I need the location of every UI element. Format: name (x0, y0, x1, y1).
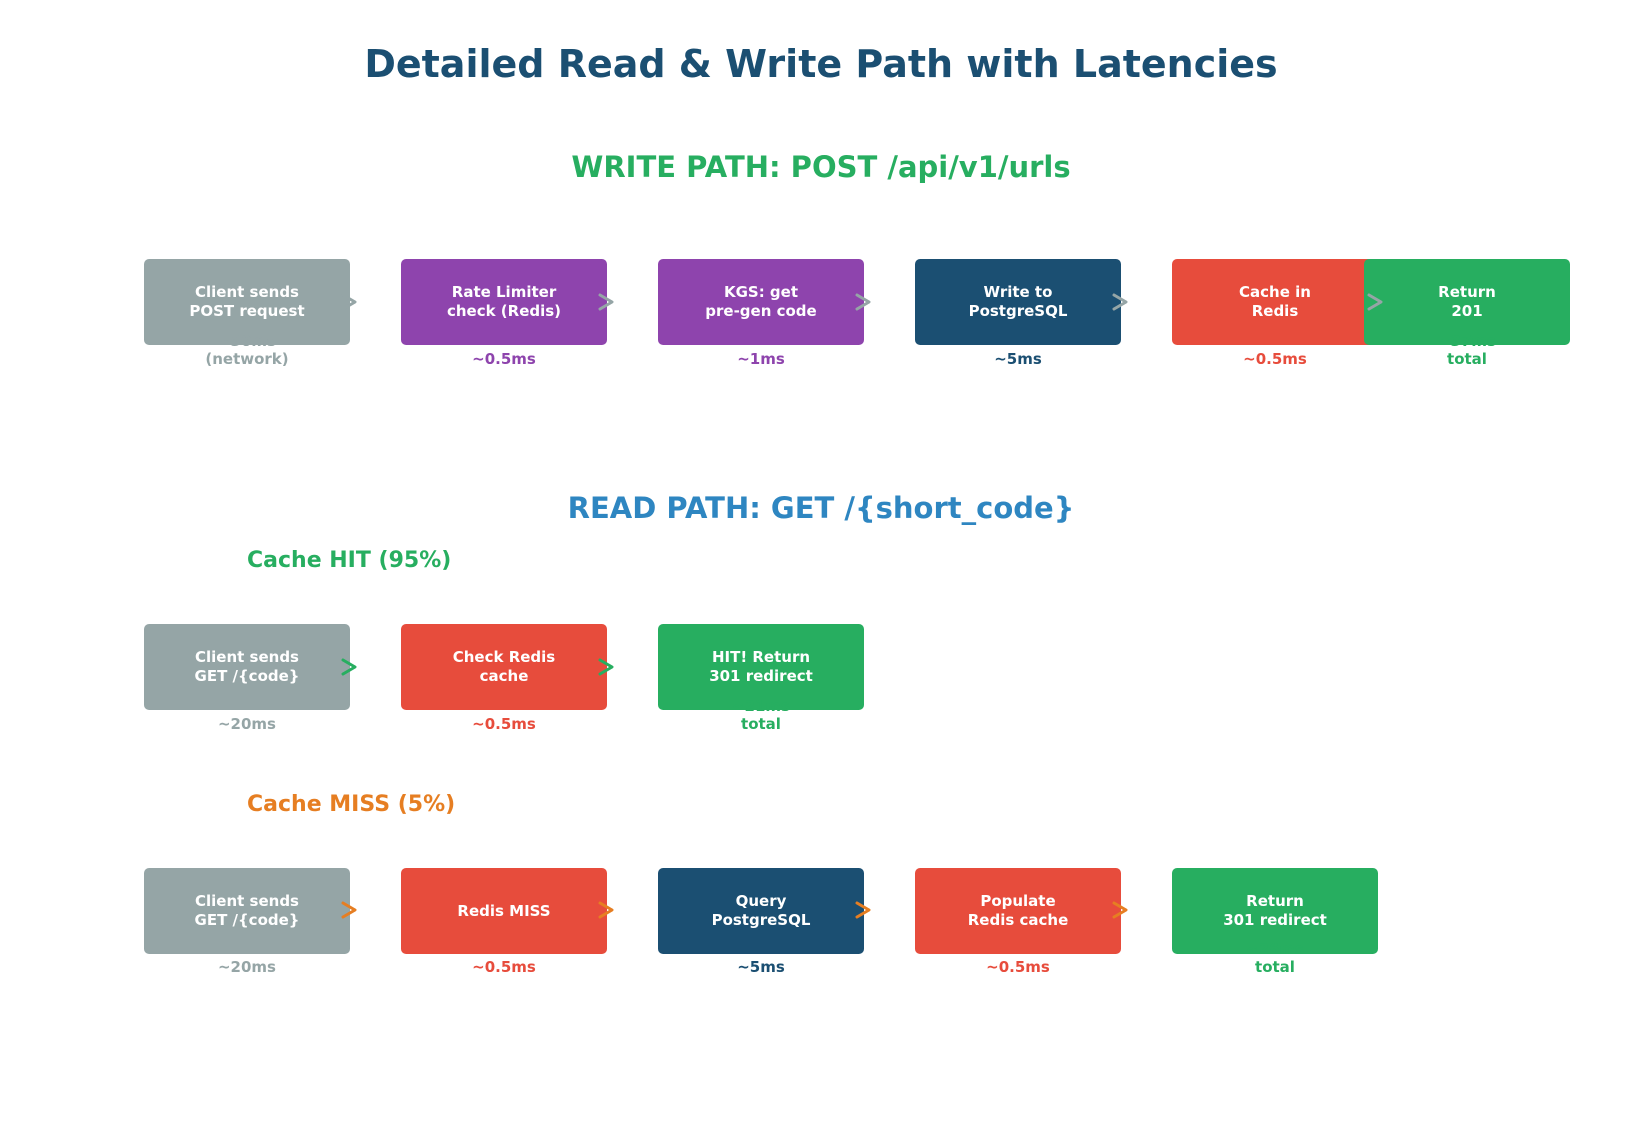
hit-step-client-get: Client sends GET /{code} (144, 624, 350, 710)
hit-arrow-2 (597, 657, 617, 677)
write-step-client-request: Client sends POST request (144, 259, 350, 345)
write-step-return-latency: ~37ms total (1437, 332, 1496, 368)
miss-step-return: Return 301 redirect (1172, 868, 1378, 954)
write-step-postgres: Write to PostgreSQL (915, 259, 1121, 345)
hit-step-return-latency: ~21ms total (731, 697, 790, 733)
miss-step-query-postgres: Query PostgreSQL (658, 868, 864, 954)
write-arrow-2 (597, 292, 617, 312)
write-step-rate-limiter-latency: ~0.5ms (472, 350, 536, 368)
write-step-kgs: KGS: get pre-gen code (658, 259, 864, 345)
write-step-kgs-latency: ~1ms (737, 350, 785, 368)
hit-arrow-1 (340, 657, 360, 677)
write-path-title: WRITE PATH: POST /api/v1/urls (571, 150, 1071, 184)
read-path-title: READ PATH: GET /{short_code} (567, 491, 1075, 525)
miss-arrow-2 (597, 900, 617, 920)
miss-step-query-postgres-latency: ~5ms (737, 958, 785, 976)
hit-step-client-get-latency: ~20ms (217, 715, 276, 733)
hit-step-check-redis: Check Redis cache (401, 624, 607, 710)
miss-step-redis-miss-latency: ~0.5ms (472, 958, 536, 976)
miss-step-return-latency: ~26ms total (1245, 940, 1304, 976)
cache-hit-title: Cache HIT (95%) (247, 548, 452, 573)
miss-step-redis-miss: Redis MISS (401, 868, 607, 954)
write-step-cache-redis-latency: ~0.5ms (1243, 350, 1307, 368)
miss-step-populate-redis: Populate Redis cache (915, 868, 1121, 954)
write-step-client-request-latency: ~30ms (network) (205, 332, 289, 368)
page-title: Detailed Read & Write Path with Latencie… (364, 42, 1278, 86)
miss-arrow-4 (1111, 900, 1131, 920)
write-arrow-1 (340, 292, 360, 312)
write-arrow-5 (1366, 292, 1386, 312)
write-arrow-3 (854, 292, 874, 312)
miss-arrow-1 (340, 900, 360, 920)
write-step-cache-redis: Cache in Redis (1172, 259, 1378, 345)
miss-step-client-get-latency: ~20ms (217, 958, 276, 976)
write-step-postgres-latency: ~5ms (994, 350, 1042, 368)
write-step-rate-limiter: Rate Limiter check (Redis) (401, 259, 607, 345)
miss-arrow-3 (854, 900, 874, 920)
hit-step-return: HIT! Return 301 redirect (658, 624, 864, 710)
hit-step-check-redis-latency: ~0.5ms (472, 715, 536, 733)
miss-step-client-get: Client sends GET /{code} (144, 868, 350, 954)
cache-miss-title: Cache MISS (5%) (247, 792, 456, 817)
write-step-return: Return 201 (1364, 259, 1570, 345)
write-arrow-4 (1111, 292, 1131, 312)
miss-step-populate-redis-latency: ~0.5ms (986, 958, 1050, 976)
